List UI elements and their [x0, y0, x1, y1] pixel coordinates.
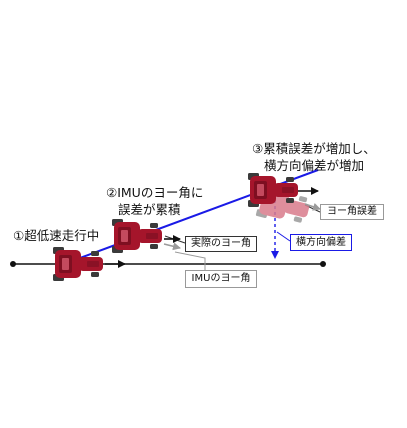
yaw-error-label: ヨー角誤差 — [320, 204, 384, 220]
tractor-3-imu-arrow — [304, 202, 321, 211]
imu-yaw-label: IMUのヨー角 — [185, 270, 257, 288]
actual-yaw-label: 実際のヨー角 — [185, 236, 257, 252]
tractor-2 — [112, 219, 162, 253]
path-end-dot — [320, 261, 326, 267]
step1-label: ①超低速走行中 — [13, 228, 100, 243]
lateral-deviation-label: 横方向偏差 — [290, 234, 352, 251]
step2-label-line1: ②IMUのヨー角に — [106, 185, 204, 200]
path-start-dot — [10, 261, 16, 267]
step2-label-line2: 誤差が累積 — [118, 202, 181, 217]
tractor-2-imu-arrow — [163, 242, 181, 251]
tractor-1 — [53, 247, 103, 281]
leader-lateral — [276, 231, 291, 242]
step3-label-line1: ③累積誤差が増加し、 — [252, 141, 376, 156]
step3-label-line2: 横方向偏差が増加 — [264, 158, 365, 173]
tractor-3 — [248, 173, 298, 207]
leader-imu-yaw — [174, 251, 206, 271]
